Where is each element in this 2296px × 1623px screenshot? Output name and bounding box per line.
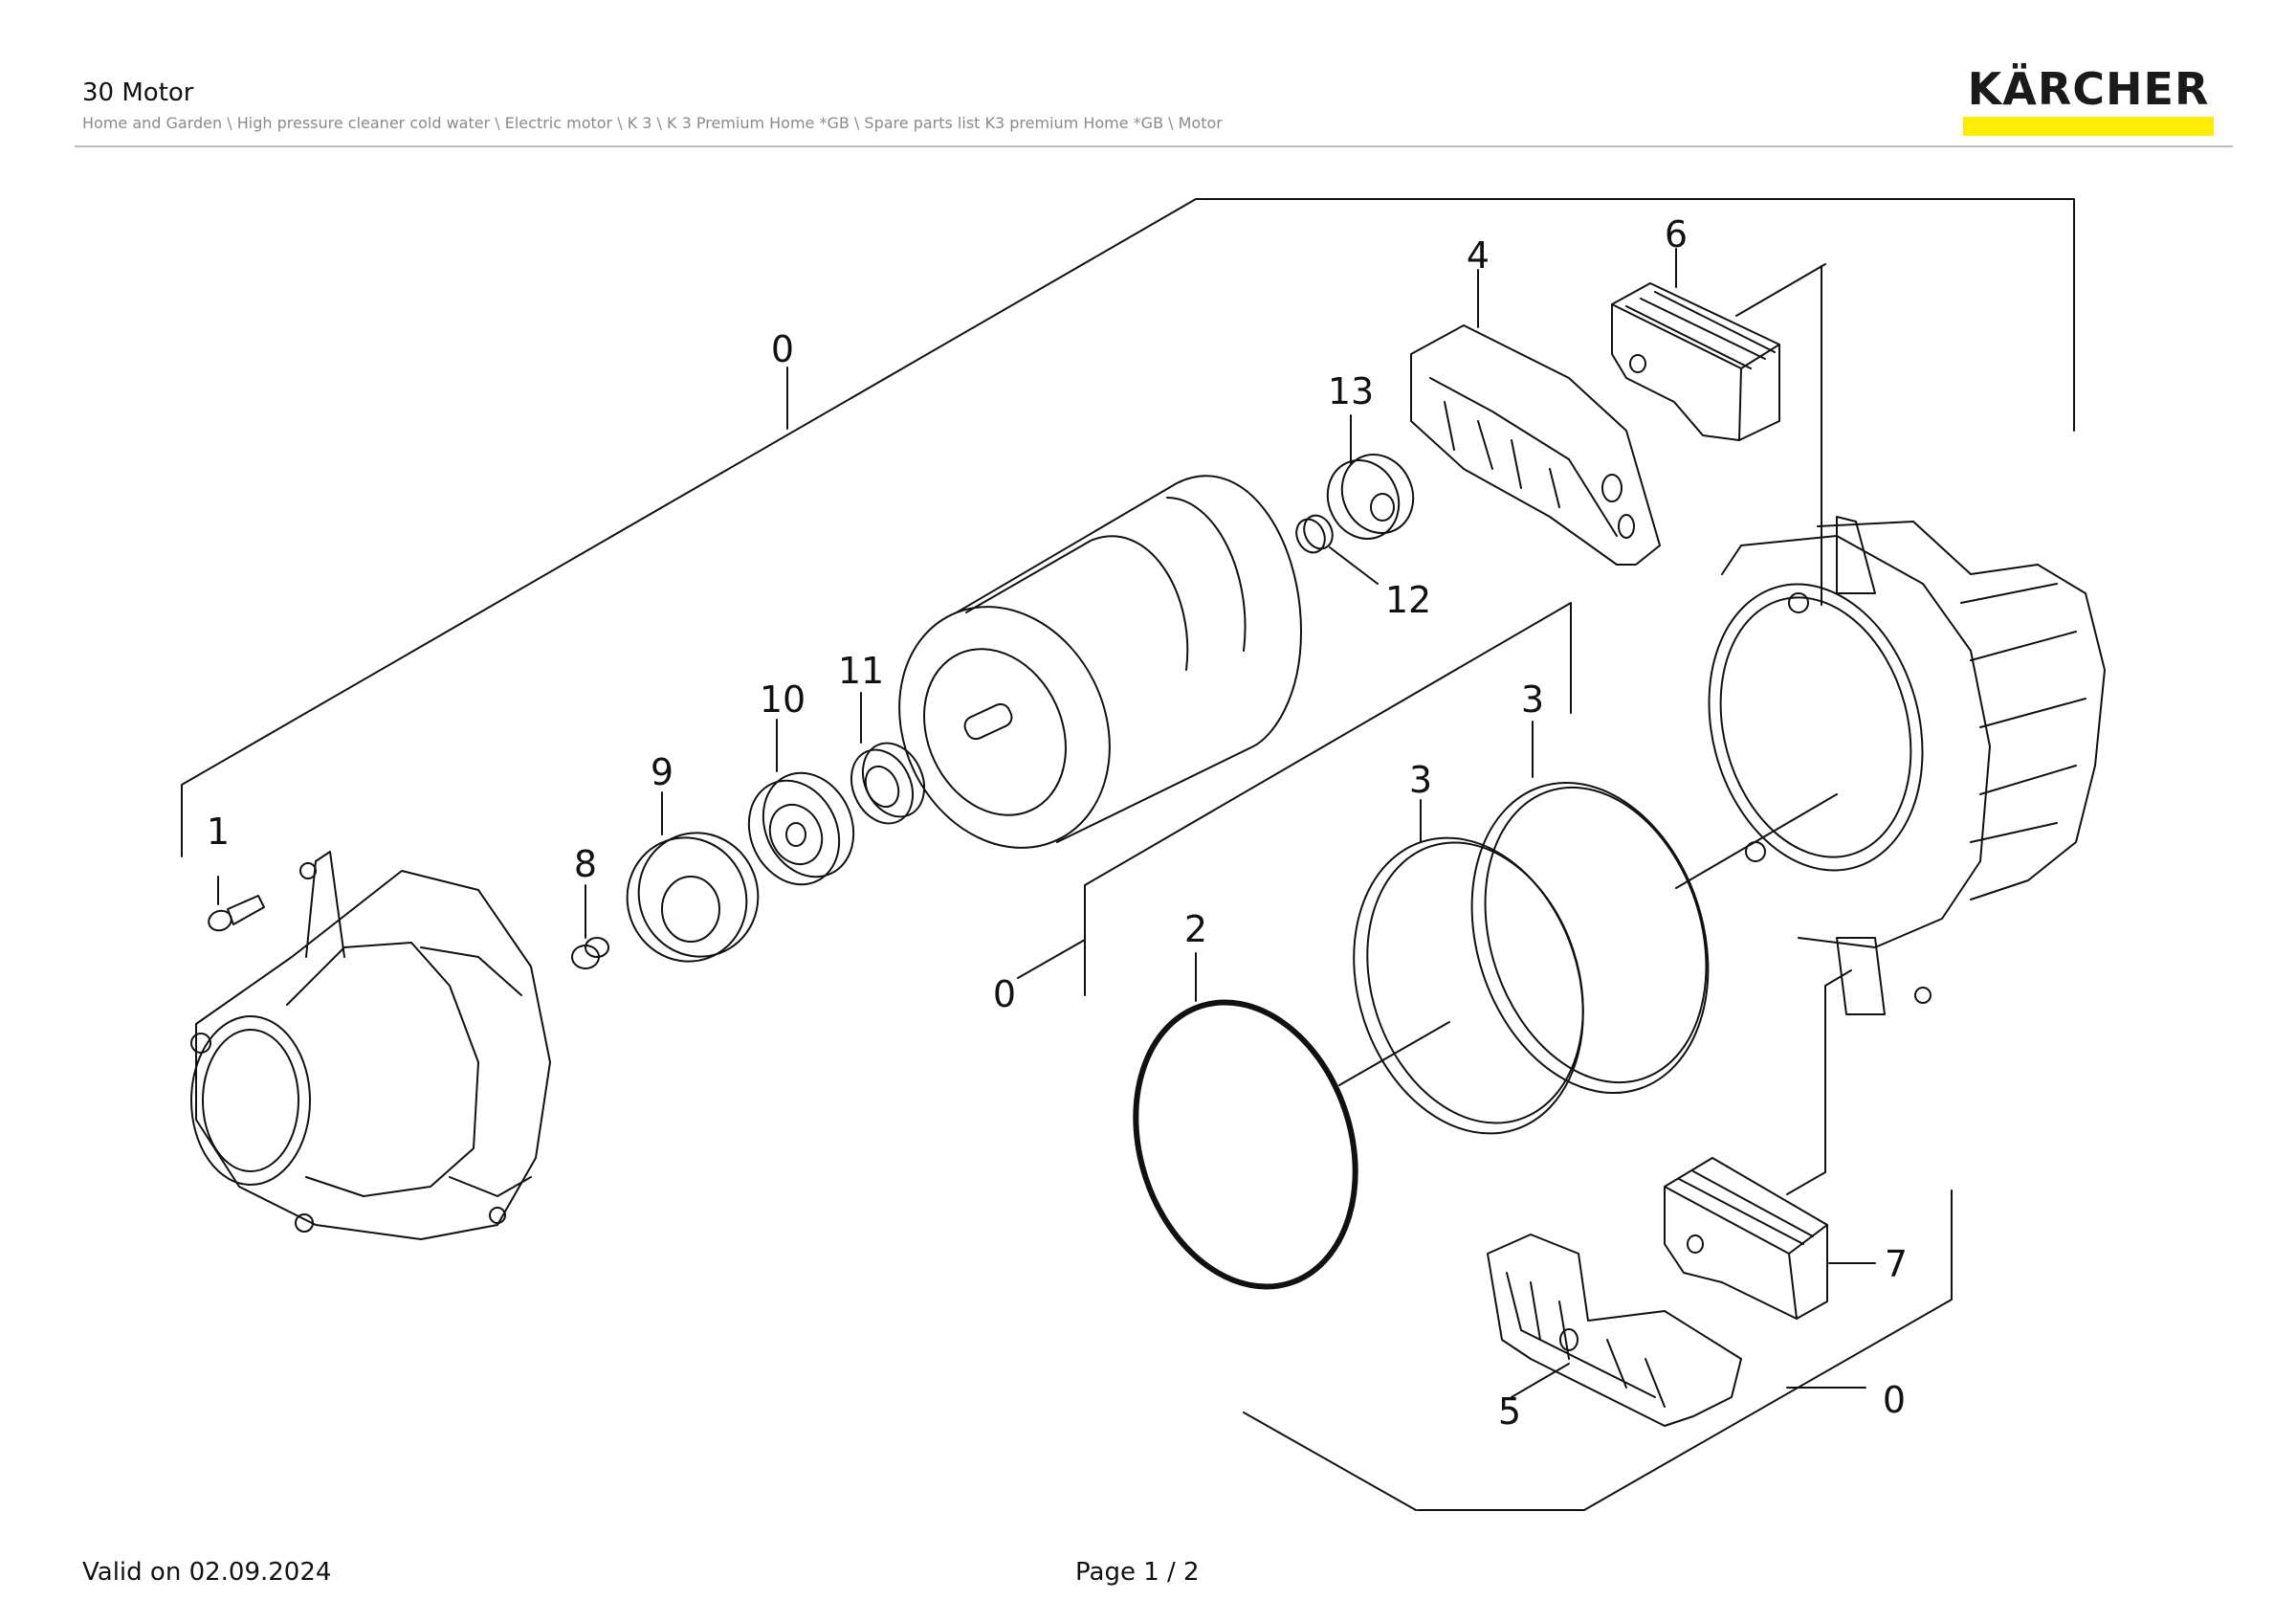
bracket-group-clamps — [1243, 1189, 1953, 1511]
part-7-block — [1664, 1157, 1876, 1320]
part-rear-housing — [1675, 265, 2106, 1195]
callout-2: 2 — [1184, 908, 1207, 950]
breadcrumb: Home and Garden \ High pressure cleaner … — [82, 114, 1223, 132]
part-motor-rotor-stator — [898, 475, 1302, 849]
part-8-screw — [571, 884, 609, 969]
callout-8: 8 — [574, 843, 597, 885]
logo-wordmark: KÄRCHER — [1967, 63, 2210, 115]
part-6-block — [1611, 248, 1826, 441]
callout-3-a: 3 — [1409, 759, 1432, 801]
callout-3-b: 3 — [1521, 678, 1544, 721]
header-divider — [75, 145, 2233, 147]
callout-10: 10 — [760, 678, 806, 721]
part-2-o-ring — [1133, 952, 1358, 1290]
callout-4: 4 — [1467, 234, 1490, 277]
callout-1: 1 — [207, 811, 230, 853]
part-1-screw — [208, 876, 265, 932]
part-10-ball-bearing — [747, 719, 855, 886]
bracket-group-main — [181, 198, 2075, 857]
page-number: Page 1 / 2 — [1075, 1558, 1200, 1587]
logo-yellow-bar — [1963, 117, 2214, 136]
callout-5: 5 — [1498, 1390, 1521, 1433]
part-12-ring — [1295, 514, 1379, 585]
part-front-housing — [190, 851, 551, 1240]
bracket-group-seals — [1017, 602, 1572, 996]
part-11-small-bearing — [850, 692, 926, 825]
callout-6: 6 — [1665, 213, 1688, 256]
part-5-clamp — [1487, 1234, 1742, 1427]
callout-7: 7 — [1885, 1243, 1908, 1285]
page-title: 30 Motor — [82, 78, 194, 107]
part-9-shaft-seal — [626, 791, 760, 963]
callout-13: 13 — [1328, 370, 1374, 412]
part-3-seal-ring-a — [1338, 799, 1584, 1135]
callout-0-top: 0 — [771, 328, 794, 370]
brand-logo: KÄRCHER — [1961, 63, 2216, 136]
callout-9: 9 — [651, 751, 673, 793]
valid-date: Valid on 02.09.2024 — [82, 1558, 332, 1587]
callout-0-bottom: 0 — [1883, 1379, 1906, 1421]
callout-11: 11 — [838, 650, 884, 692]
part-4-bracket — [1410, 269, 1661, 566]
callout-0-middle: 0 — [993, 973, 1016, 1015]
callout-12: 12 — [1385, 579, 1431, 621]
part-3-seal-ring-b — [1470, 721, 1710, 1095]
part-13-bearing — [1326, 414, 1415, 540]
